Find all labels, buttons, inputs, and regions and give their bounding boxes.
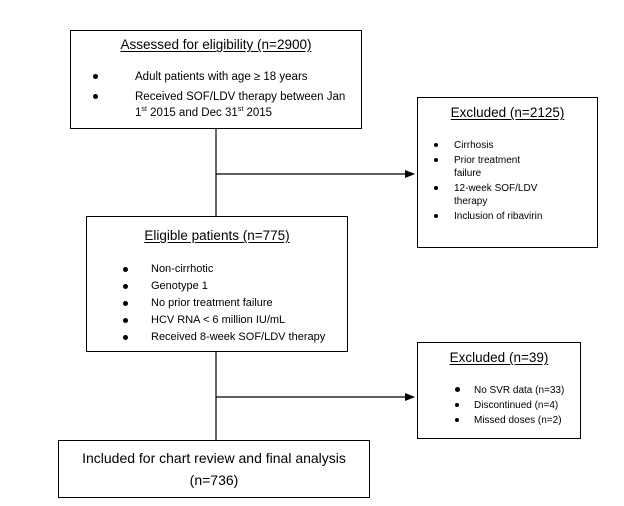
excluded-first-list: Cirrhosis Prior treatment failure 12-wee…	[432, 139, 592, 223]
list-item: Cirrhosis	[432, 139, 592, 152]
bullet-dot	[455, 387, 460, 392]
excluded-second-box: Excluded (n=39) No SVR data (n=33) Disco…	[417, 342, 581, 439]
excluded-first-box: Excluded (n=2125) Cirrhosis Prior treatm…	[417, 97, 598, 248]
bullet-dot	[434, 143, 438, 147]
bullet-dot	[434, 186, 438, 190]
list-item: Received 8-week SOF/LDV therapy	[121, 329, 325, 346]
bullet-dot	[93, 94, 98, 99]
list-item: Inclusion of ribavirin	[432, 210, 592, 223]
bullet-dot	[455, 403, 459, 407]
excluded-first-title: Excluded (n=2125)	[450, 105, 565, 120]
bullet-dot	[123, 301, 128, 306]
bullet-dot	[123, 318, 128, 323]
bullet-dot	[434, 158, 438, 162]
eligible-box: Eligible patients (n=775) Non-cirrhotic …	[86, 216, 348, 352]
assessed-box: Assessed for eligibility (n=2900) Adult …	[70, 30, 362, 129]
list-item: 12-week SOF/LDV therapy	[432, 182, 552, 208]
final-box: Included for chart review and final anal…	[58, 440, 370, 498]
excluded-second-list: No SVR data (n=33) Discontinued (n=4) Mi…	[454, 383, 564, 428]
list-item: Received SOF/LDV therapy between Jan 1st…	[91, 89, 345, 121]
list-item: Missed doses (n=2)	[454, 413, 564, 428]
final-title: Included for chart review and final anal…	[82, 450, 346, 466]
final-count: (n=736)	[189, 472, 239, 488]
bullet-dot	[93, 74, 98, 79]
list-item: Adult patients with age ≥ 18 years	[91, 69, 345, 85]
eligible-criteria-list: Non-cirrhotic Genotype 1 No prior treatm…	[121, 261, 325, 346]
bullet-dot	[123, 267, 128, 272]
list-item: No prior treatment failure	[121, 295, 325, 312]
assessed-criteria-list: Adult patients with age ≥ 18 years Recei…	[91, 69, 345, 121]
bullet-dot	[455, 418, 459, 422]
excluded-second-title: Excluded (n=39)	[449, 350, 549, 365]
list-item: Discontinued (n=4)	[454, 398, 564, 413]
eligible-title: Eligible patients (n=775)	[144, 228, 290, 243]
bullet-dot	[123, 284, 128, 289]
list-item: HCV RNA < 6 million IU/mL	[121, 312, 325, 329]
list-item: Prior treatment failure	[432, 154, 544, 180]
list-item: Non-cirrhotic	[121, 261, 325, 278]
assessed-title: Assessed for eligibility (n=2900)	[120, 37, 312, 52]
bullet-dot	[123, 335, 128, 340]
list-item: No SVR data (n=33)	[454, 383, 564, 398]
bullet-dot	[434, 214, 438, 218]
list-item: Genotype 1	[121, 278, 325, 295]
